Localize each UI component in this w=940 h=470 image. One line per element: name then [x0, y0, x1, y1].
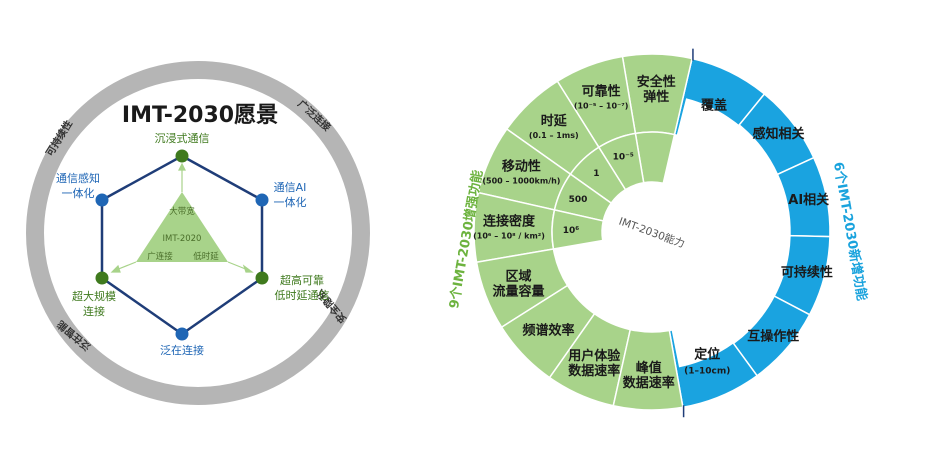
enhanced-capability-label: 区域: [506, 268, 532, 284]
new-capability-label: 可持续性: [781, 264, 833, 280]
enhanced-capability-range: (10⁻⁵ – 10⁻⁷): [574, 101, 629, 110]
enhanced-capability-label: 可靠性: [582, 83, 621, 99]
triangle-top-label: 大带宽: [169, 206, 195, 217]
triangle-right-label: 低时延: [193, 251, 219, 262]
node-ubiquitous: [175, 327, 189, 341]
label-hrllc-1: 超高可靠: [280, 273, 324, 287]
new-capability-label: AI相关: [788, 192, 829, 208]
new-caption: 6个IMT-2030新增功能: [830, 161, 870, 302]
new-capability-label: 感知相关: [753, 126, 805, 142]
node-massive: [95, 271, 109, 285]
enhanced-capability-label: 连接密度: [483, 213, 536, 229]
enhanced-capability-range: (0.1 – 1ms): [529, 131, 579, 140]
enhanced-capability-value: 500: [569, 195, 588, 205]
enhanced-capability-segment: [548, 312, 632, 407]
new-capability-label: 定位: [693, 347, 720, 363]
enhanced-capability-label: 弹性: [643, 89, 669, 105]
label-hrllc-2: 低时延通信: [275, 289, 330, 302]
enhanced-capability-value: 10⁻⁵: [613, 152, 634, 162]
label-comm-ai-2: 一体化: [274, 195, 307, 209]
enhanced-capability-range: (500 – 1000km/h): [482, 177, 560, 186]
triangle-center-label: IMT-2020: [163, 234, 202, 244]
enhanced-capability-label: 用户体验: [567, 348, 621, 364]
enhanced-capability-label: 移动性: [502, 159, 541, 175]
new-capability-label: 互操作性: [747, 328, 799, 344]
enhanced-capability-value: 10⁶: [563, 226, 580, 236]
node-comm-ai: [255, 193, 269, 207]
vision-title: IMT-2030愿景: [122, 103, 278, 128]
label-immersive: 沉浸式通信: [155, 132, 210, 145]
enhanced-capability-segment: [500, 284, 596, 379]
label-ubiquitous: 泛在连接: [160, 344, 204, 357]
enhanced-capability-label: 峰值: [636, 360, 662, 376]
blue-inner-gap: [667, 139, 752, 328]
enhanced-capability-label: 数据速率: [568, 363, 620, 379]
node-isac: [95, 193, 109, 207]
enhanced-capability-label: 时延: [541, 113, 568, 129]
enhanced-capability-label: 数据速率: [623, 375, 675, 391]
imt2030-vision-diagram: IMT-2030愿景 可持续性 广泛连接 安全隐私 泛在智能 IMT-2020 …: [26, 61, 370, 405]
new-capability-label: (1–10cm): [684, 367, 730, 377]
label-massive-2: 连接: [83, 305, 105, 318]
enhanced-capability-label: 频谱效率: [522, 323, 574, 339]
enhanced-capability-value: 1: [593, 169, 599, 179]
enhanced-capability-segment: [612, 328, 684, 411]
imt2020-triangle: [136, 192, 228, 262]
node-immersive: [175, 149, 189, 163]
node-hrllc: [255, 271, 269, 285]
enhanced-capability-segment: [475, 248, 569, 329]
wheel-center-hole: [602, 182, 702, 282]
label-isac-2: 一体化: [62, 186, 95, 200]
label-comm-ai-1: 通信AI: [274, 181, 307, 194]
enhanced-capability-range: (10⁶ – 10⁸ / km²): [473, 231, 545, 240]
enhanced-capability-label: 安全性: [637, 74, 676, 90]
label-massive-1: 超大规模: [72, 289, 116, 303]
enhanced-capability-label: 流量容量: [493, 283, 545, 299]
label-isac-1: 通信感知: [56, 171, 100, 185]
triangle-arrows: [110, 162, 254, 273]
outer-gray-ring: [26, 61, 370, 405]
triangle-left-label: 广连接: [147, 251, 173, 262]
new-capability-label: 覆盖: [701, 97, 727, 113]
